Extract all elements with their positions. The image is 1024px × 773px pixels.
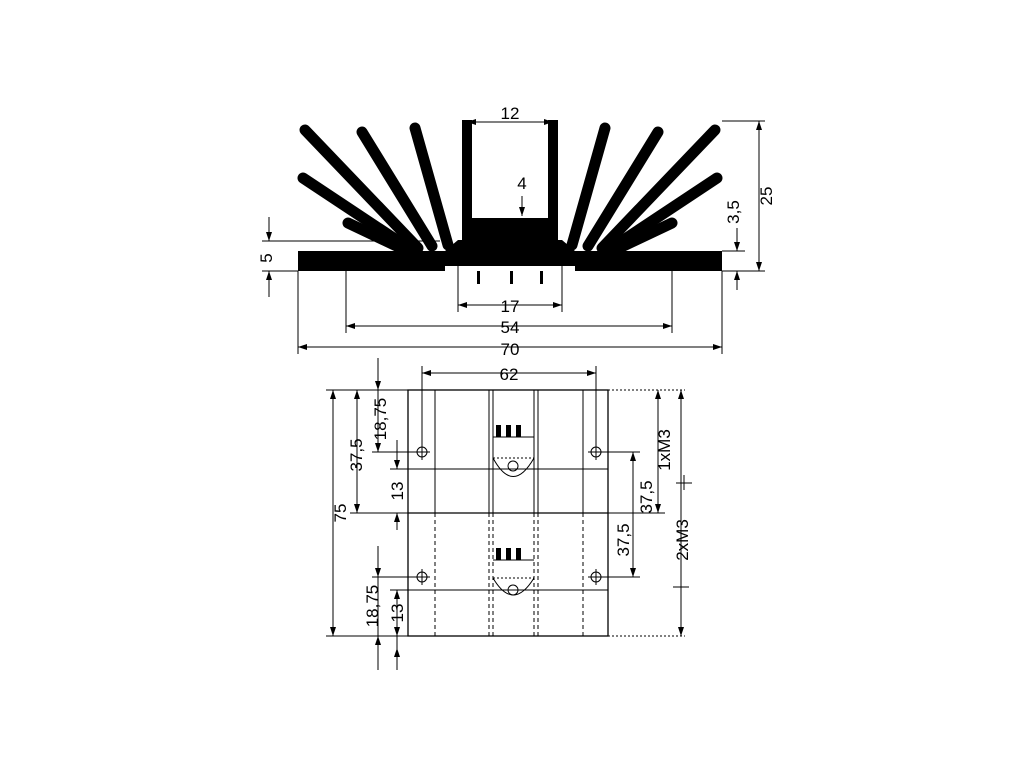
channel-wall-left [462, 120, 472, 220]
mounting-holes [414, 444, 604, 585]
dim-overall-width: 70 [501, 340, 520, 359]
dim-half-length-left: 37,5 [347, 438, 366, 471]
dim-slot-width: 17 [501, 297, 520, 316]
dim-hole-spacing: 62 [500, 365, 519, 384]
thread-double-label: 2xM3 [673, 519, 692, 561]
thread-single-label: 1xM3 [655, 429, 674, 471]
fins-right [566, 122, 723, 256]
dim-channel-width: 12 [501, 104, 520, 123]
fins-left [297, 122, 454, 256]
dim-edge-step: 3,5 [724, 200, 743, 224]
dim-hole-offset-bottom: 18,75 [363, 585, 382, 628]
dim-hole-offset-top: 18,75 [371, 398, 390, 441]
dim-half-length-right-b: 37,5 [637, 480, 656, 513]
dim-slot-offset-bottom: 13 [388, 604, 407, 623]
channel-wall-right [548, 120, 558, 220]
transistor-lower [492, 548, 535, 596]
channel-floor [462, 218, 558, 242]
base-plate [298, 240, 722, 271]
dim-base-thickness-center: 4 [517, 174, 526, 193]
dim-fin-height: 25 [757, 187, 776, 206]
dim-base-width: 54 [501, 318, 520, 337]
transistor-upper [492, 425, 535, 477]
dim-base-thickness-side: 5 [257, 253, 276, 262]
dim-half-length-right-a: 37,5 [614, 523, 633, 556]
dim-slot-offset-top: 13 [388, 482, 407, 501]
slot-gap [445, 266, 575, 271]
plan-view: 62 75 37,5 18,75 13 18,75 [326, 358, 692, 670]
profile-view: 12 4 25 3,5 5 17 54 [257, 104, 776, 359]
dim-overall-length: 75 [331, 504, 350, 523]
